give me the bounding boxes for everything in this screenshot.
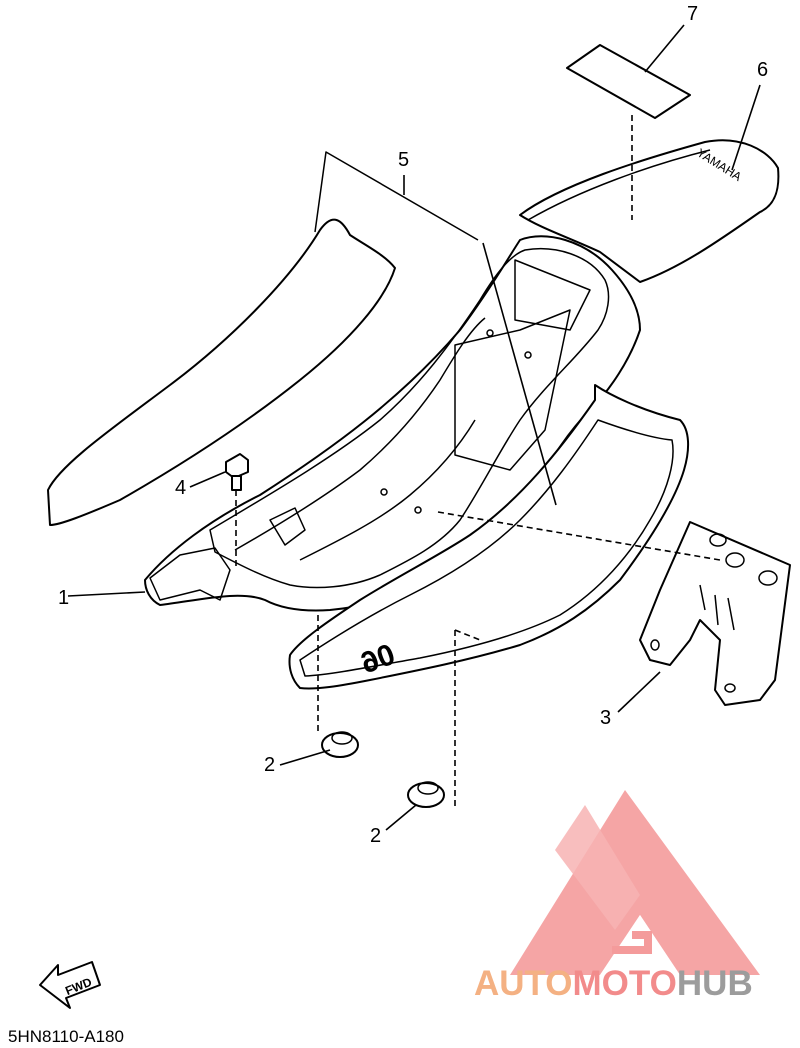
callout-2a: 2 (264, 754, 275, 776)
rear-cover-part (144, 235, 641, 612)
side-cover-part: 90 (288, 384, 690, 690)
side-panel-part (47, 151, 479, 526)
bracket-part (639, 521, 791, 706)
watermark-moto: MOTO (573, 964, 677, 1003)
bolt-part (225, 453, 249, 491)
watermark-text: AUTOMOTOHUB (474, 964, 753, 1003)
diagram-code: 5HN8110-A180 (8, 1027, 124, 1046)
callout-7: 7 (687, 3, 698, 25)
watermark-auto: AUTO (474, 964, 573, 1003)
leader-lines (67, 24, 761, 831)
callout-1: 1 (58, 587, 69, 609)
fwd-arrow-icon: FWD (39, 961, 101, 1009)
callout-3: 3 (600, 707, 611, 729)
callout-5: 5 (398, 149, 409, 171)
assembly-lines (235, 115, 721, 810)
seat-part: YAMAHA (519, 139, 780, 283)
callout-6: 6 (757, 59, 768, 81)
callout-2b: 2 (370, 825, 381, 847)
grommet-part-b (407, 781, 445, 808)
grommet-part-a (321, 731, 359, 758)
watermark-hub: HUB (677, 964, 753, 1003)
label-part (566, 44, 691, 119)
callout-4: 4 (175, 477, 186, 499)
watermark-logo-icon (510, 790, 760, 975)
